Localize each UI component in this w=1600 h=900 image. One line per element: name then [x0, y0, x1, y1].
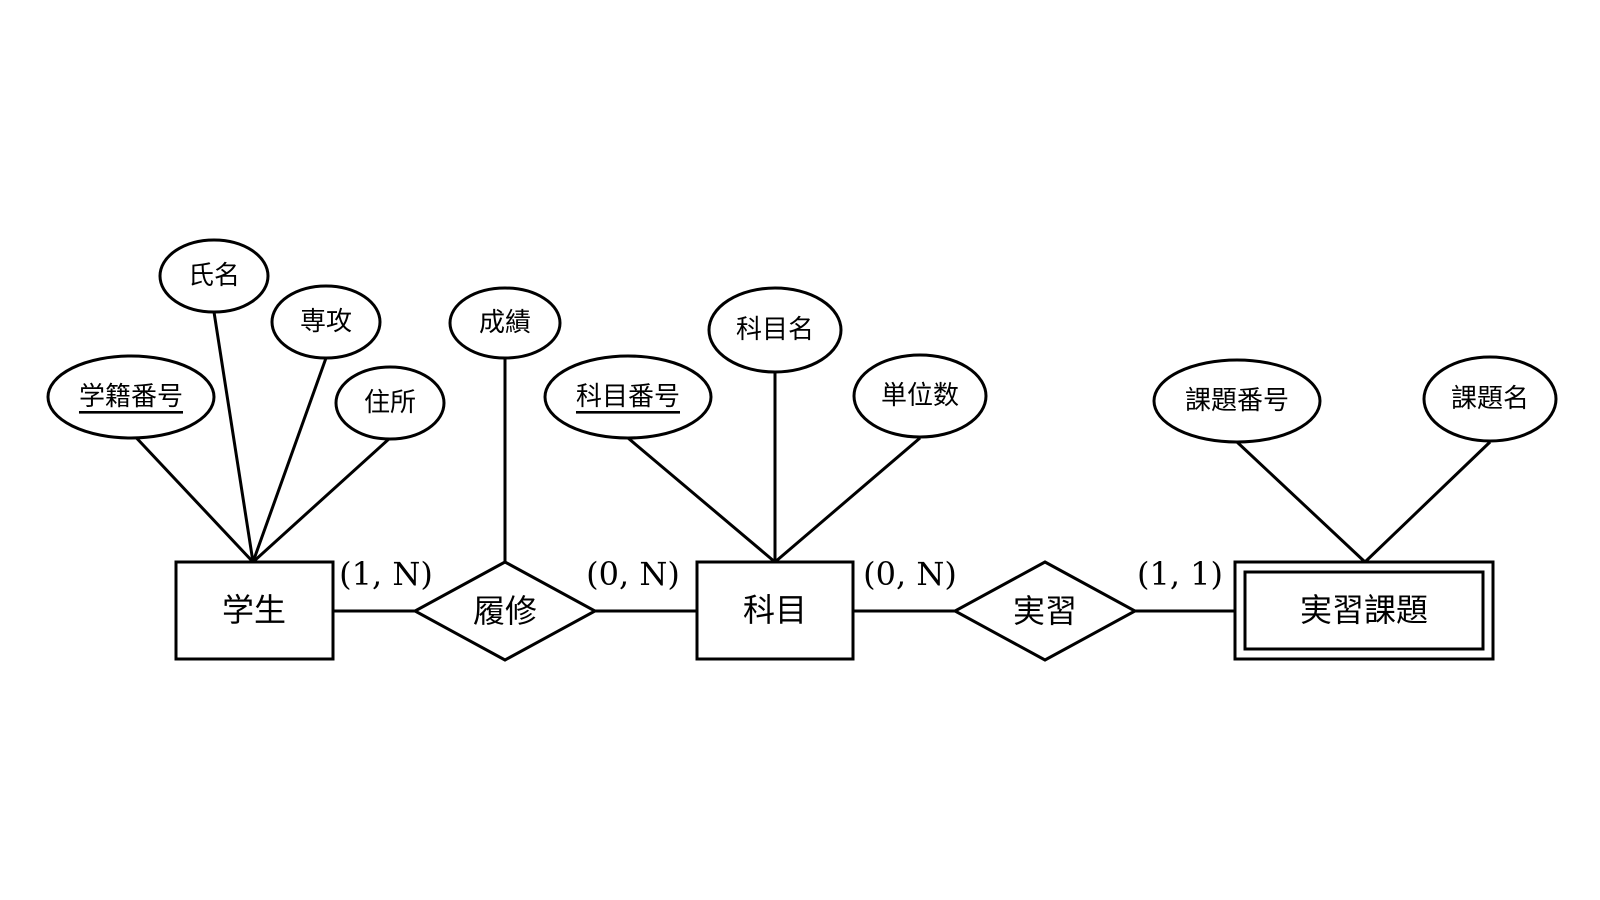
svg-text:履修: 履修: [473, 592, 537, 630]
connector-lines: [127, 311, 1492, 613]
attribute-grade: 成績: [448, 286, 562, 360]
attribute-address: 住所: [334, 365, 446, 441]
relationship-enroll: 履修: [411, 560, 599, 662]
svg-text:専攻: 専攻: [300, 307, 352, 337]
svg-text:実習課題: 実習課題: [1300, 591, 1428, 629]
cardinality-subject-practice: (0, N): [863, 555, 957, 593]
line-assignment-name: [1363, 440, 1492, 564]
line-address: [251, 436, 392, 564]
svg-text:氏名: 氏名: [188, 261, 240, 291]
svg-text:住所: 住所: [364, 388, 416, 418]
svg-text:学生: 学生: [222, 591, 286, 629]
svg-text:学籍番号: 学籍番号: [79, 382, 183, 412]
cardinality-practice-assignment: (1, 1): [1137, 555, 1223, 593]
attribute-assignment-name: 課題名: [1422, 355, 1558, 443]
svg-text:課題名: 課題名: [1451, 384, 1529, 414]
entity-assignment-weak: 実習課題: [1233, 560, 1495, 661]
attribute-major: 専攻: [270, 284, 382, 360]
attribute-subject-id: 科目番号: [543, 354, 713, 440]
svg-text:実習: 実習: [1013, 592, 1077, 630]
svg-text:科目名: 科目名: [736, 315, 814, 345]
line-student-name: [212, 311, 255, 563]
line-subject-id: [627, 436, 776, 564]
line-major: [251, 357, 328, 563]
svg-text:単位数: 単位数: [881, 381, 959, 411]
cardinality-student-enroll: (1, N): [339, 555, 433, 593]
attribute-student-name: 氏名: [158, 238, 270, 314]
svg-text:科目番号: 科目番号: [576, 382, 680, 412]
attribute-student-id: 学籍番号: [46, 354, 216, 440]
line-assignment-id: [1235, 440, 1367, 564]
cardinality-enroll-subject: (0, N): [586, 555, 680, 593]
svg-text:科目: 科目: [743, 591, 807, 629]
attribute-assignment-id: 課題番号: [1152, 358, 1322, 444]
attribute-subject-name: 科目名: [707, 286, 843, 374]
attribute-credits: 単位数: [852, 353, 988, 439]
svg-text:課題番号: 課題番号: [1185, 386, 1289, 416]
relationship-practice: 実習: [951, 560, 1139, 662]
line-credits: [774, 436, 921, 564]
entity-subject: 科目: [695, 560, 855, 661]
line-student-id: [127, 428, 255, 564]
entity-student: 学生: [174, 560, 335, 661]
svg-text:成績: 成績: [479, 308, 531, 338]
